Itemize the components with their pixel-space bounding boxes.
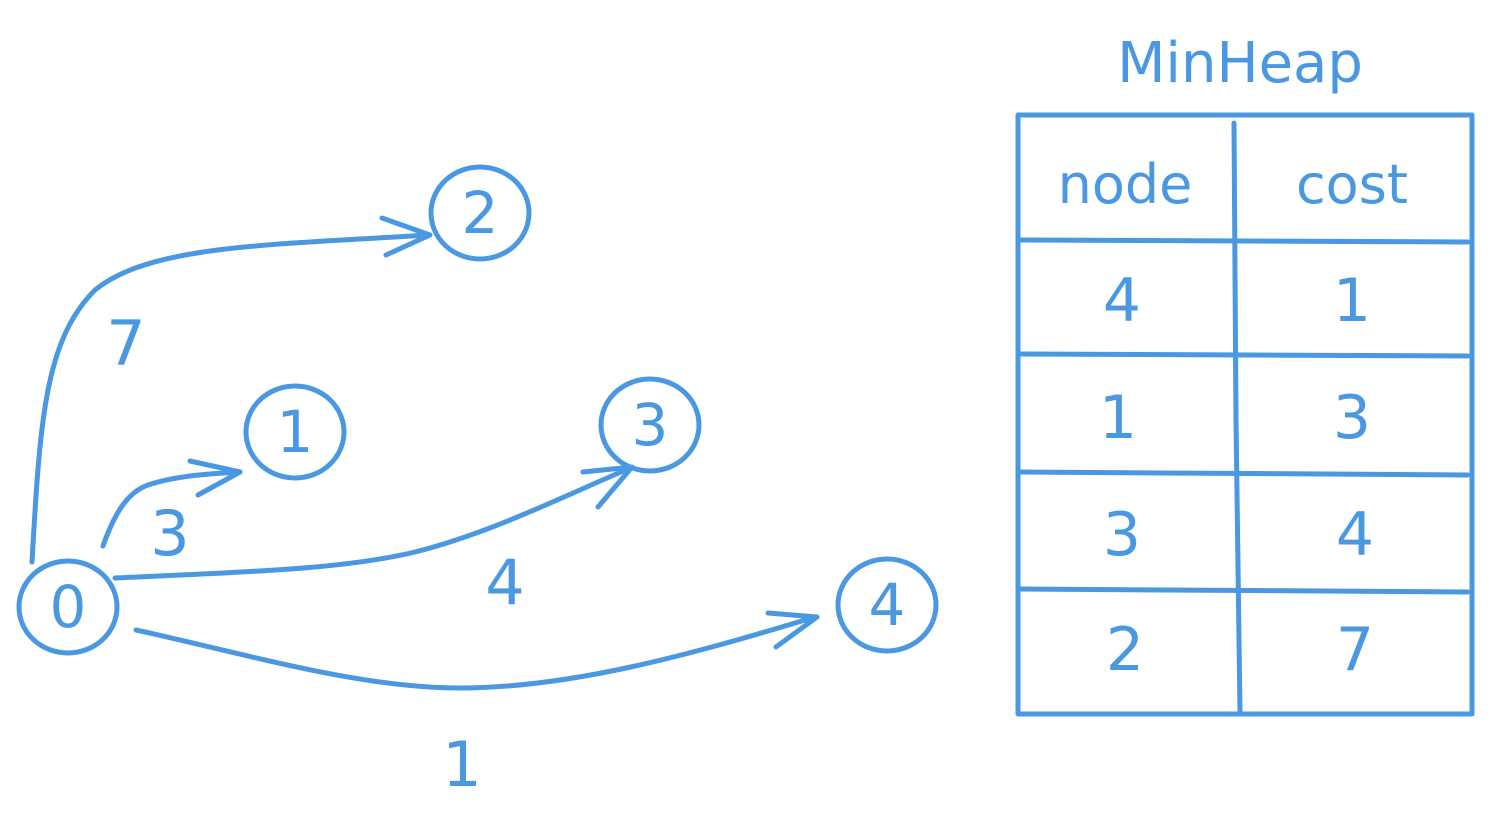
edge-0-4: [133, 610, 820, 691]
heap-cell-node: 1: [1099, 383, 1137, 453]
graph-node-label: 1: [277, 398, 314, 466]
heap-cell-cost: 1: [1333, 266, 1371, 336]
heap-cell-cost: 7: [1336, 615, 1374, 685]
heap-header-node: node: [1058, 153, 1193, 216]
heap-title: MinHeap: [1117, 31, 1363, 96]
graph-node-label: 2: [462, 179, 499, 247]
graph-node-2: 2: [428, 164, 532, 262]
graph-nodes: 0 1 2 3 4: [16, 164, 939, 656]
min-heap-table: MinHeap node cost 4 1 1 3 3 4 2 7: [1015, 31, 1475, 717]
edge-0-1: [100, 458, 243, 549]
graph-node-4: 4: [835, 556, 939, 654]
heap-row-divider: [1017, 586, 1471, 595]
heap-row-divider: [1017, 237, 1471, 245]
heap-row: 3 4: [1103, 500, 1374, 570]
heap-header-cost: cost: [1296, 153, 1408, 216]
graph-node-1: 1: [243, 383, 347, 481]
heap-cell-node: 3: [1103, 500, 1141, 570]
edge-weight-0-3: 4: [485, 546, 524, 619]
graph-node-label: 0: [50, 573, 87, 641]
heap-row: 4 1: [1103, 266, 1371, 336]
heap-cell-node: 2: [1106, 615, 1144, 685]
graph-node-label: 4: [869, 571, 906, 639]
heap-row-divider: [1017, 351, 1471, 359]
heap-table-border: [1015, 112, 1475, 717]
heap-row: 1 3: [1099, 383, 1371, 453]
heap-cell-node: 4: [1103, 266, 1141, 336]
edge-0-2: [29, 215, 433, 565]
graph-node-3: 3: [598, 376, 702, 474]
graph-edges: [29, 215, 820, 691]
heap-cell-cost: 4: [1336, 500, 1374, 570]
heap-column-divider: [1231, 120, 1243, 715]
heap-row-divider: [1017, 469, 1471, 478]
edge-weight-0-4: 1: [442, 728, 481, 801]
edge-weight-0-2: 7: [106, 307, 145, 380]
heap-cell-cost: 3: [1333, 383, 1371, 453]
heap-row: 2 7: [1106, 615, 1374, 685]
edge-0-3: [112, 464, 635, 581]
graph-node-label: 3: [632, 391, 669, 459]
edge-weight-0-1: 3: [150, 497, 189, 570]
graph-node-0: 0: [16, 558, 120, 656]
edge-weights: 7 3 4 1: [106, 307, 524, 801]
